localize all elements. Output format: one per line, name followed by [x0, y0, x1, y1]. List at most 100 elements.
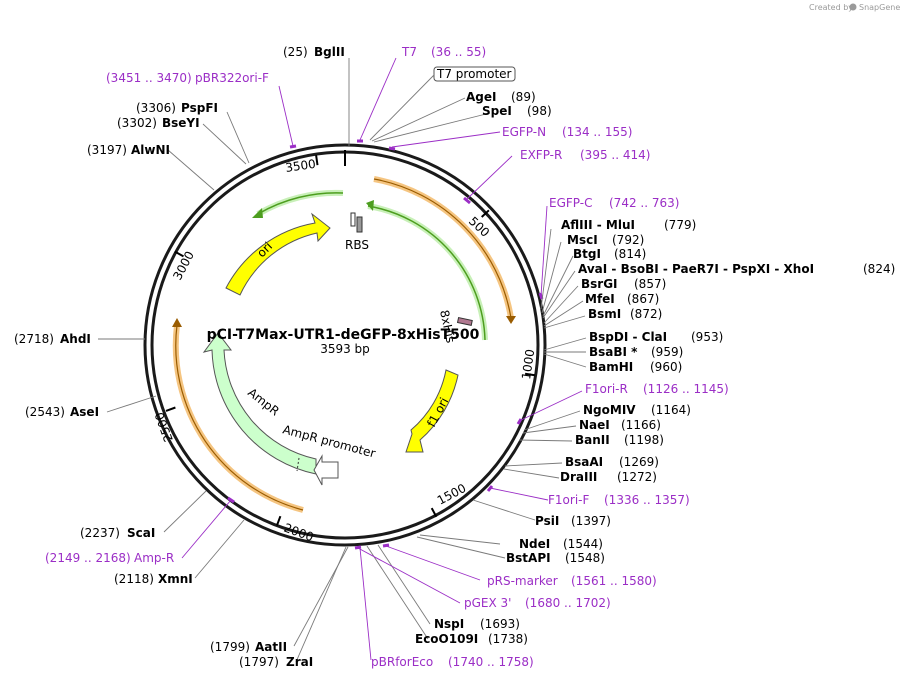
ampr-label: AmpR [245, 385, 282, 418]
primer-range: (2149 .. 2168) [45, 551, 131, 565]
enzyme-pos: (89) [511, 90, 536, 104]
his-label: 8xHis [437, 309, 458, 345]
enzyme-name: BsaBI * [589, 345, 638, 359]
credit-brand: SnapGene [859, 3, 900, 12]
enzyme-bsmi: BsmI (872) [588, 307, 662, 321]
primer-name: pRS-marker [487, 574, 558, 588]
primer-range: (742 .. 763) [609, 196, 679, 210]
enzyme-name: ZraI [286, 655, 313, 669]
enzyme-pos: (1166) [621, 418, 661, 432]
enzyme-pos: (98) [527, 104, 552, 118]
primer-t7: T7 (36 .. 55) [401, 45, 486, 59]
rbs-box-2 [356, 216, 363, 233]
enzyme-name: PspFI [181, 101, 218, 115]
primer-name: EGFP-C [549, 196, 592, 210]
enzyme-pos: (3302) [117, 116, 157, 130]
green-feature-top-line [257, 192, 344, 215]
enzyme-pos: (2718) [14, 332, 54, 346]
ampr-promoter-feature [313, 454, 339, 486]
enzyme-bglii: (25) BglII [283, 45, 345, 59]
primer-leaders [181, 57, 583, 661]
enzyme-asei: (2543) AseI [25, 405, 99, 419]
enzyme-pos: (1548) [565, 551, 605, 565]
t7-promoter-label: T7 promoter [436, 67, 512, 81]
enzyme-name: AhdI [60, 332, 91, 346]
enzyme-pos: (1797) [239, 655, 279, 669]
enzyme-bsrgi: BsrGI (857) [581, 277, 666, 291]
enzyme-name: BglII [314, 45, 345, 59]
enzyme-name: BanII [575, 433, 610, 447]
enzyme-name: AflIII - MluI [561, 218, 635, 232]
enzyme-pos: (1693) [480, 617, 520, 631]
enzyme-bseyi: (3302) BseYI [117, 116, 200, 130]
enzyme-pos: (2543) [25, 405, 65, 419]
enzyme-name: ScaI [127, 526, 155, 540]
primer-egfp-c: EGFP-C (742 .. 763) [549, 196, 679, 210]
enzyme-name: BsaAI [565, 455, 603, 469]
green-feature-cds-line [367, 205, 486, 341]
primer-mark-exfp-r [463, 196, 471, 205]
enzyme-psii: PsiI (1397) [535, 514, 611, 528]
plasmid-size: 3593 bp [320, 342, 370, 356]
enzyme-ndei: NdeI (1544) [519, 537, 603, 551]
enzyme-name: BamHI [589, 360, 633, 374]
f1-ori-feature [405, 369, 459, 453]
enzyme-ecoo109i: EcoO109I (1738) [415, 632, 528, 646]
primer-mark-pgex3 [354, 545, 362, 550]
enzyme-pos: (824) [863, 262, 895, 276]
enzyme-pos: (1799) [210, 640, 250, 654]
enzyme-name: NspI [434, 617, 464, 631]
enzyme-ngomiv: NgoMIV (1164) [583, 403, 691, 417]
primer-name: EXFP-R [520, 148, 562, 162]
enzyme-bsaai: BsaAI (1269) [565, 455, 659, 469]
orange-feature-upper-band [373, 176, 514, 319]
orange-feature-lower-line [175, 324, 304, 511]
primer-name: pGEX 3' [464, 596, 511, 610]
orange-feature-upper-arrow [506, 316, 516, 324]
enzyme-name: BtgI [573, 247, 601, 261]
enzyme-pos: (2118) [114, 572, 154, 586]
primer-range: (3451 .. 3470) [106, 71, 192, 85]
enzyme-ahdi: (2718) AhdI [14, 332, 91, 346]
tick-500 [481, 209, 490, 218]
features [172, 176, 516, 513]
enzyme-pos: (814) [614, 247, 646, 261]
enzyme-afliii-mlui: AflIII - MluI (779) [561, 218, 696, 232]
enzyme-leaders [98, 58, 587, 663]
enzyme-avai-group: AvaI - BsoBI - PaeR7I - PspXI - XhoI (82… [578, 262, 895, 276]
enzyme-name: AseI [70, 405, 99, 419]
enzyme-aatii: (1799) AatII [210, 640, 287, 654]
enzyme-pos: (1544) [563, 537, 603, 551]
rbs-box-1 [350, 212, 356, 227]
primer-mark-egfp-n [388, 146, 396, 151]
tick-1000 [524, 372, 536, 377]
enzyme-name: BspDI - ClaI [589, 330, 667, 344]
ori-feature [225, 212, 331, 296]
primer-labels: T7 (36 .. 55) EGFP-N (134 .. 155) EXFP-R… [45, 45, 729, 669]
enzyme-spei: SpeI (98) [482, 104, 552, 118]
enzyme-name: MfeI [585, 292, 615, 306]
enzyme-scai: (2237) ScaI [80, 526, 155, 540]
tick-marks [165, 155, 536, 526]
enzyme-bstapi: BstAPI (1548) [506, 551, 605, 565]
enzyme-xmni: (2118) XmnI [114, 572, 193, 586]
enzyme-pos: (872) [630, 307, 662, 321]
enzyme-name: AlwNI [131, 143, 170, 157]
primer-name: Amp-R [134, 551, 174, 565]
primer-mark-f1ori-f [486, 485, 494, 492]
primer-name: F1ori-F [548, 493, 589, 507]
his-tag-box [456, 316, 473, 326]
primer-f1ori-f: F1ori-F (1336 .. 1357) [548, 493, 690, 507]
enzyme-pos: (3197) [87, 143, 127, 157]
primer-name: pBRforEco [371, 655, 433, 669]
green-feature-cds-arrow [366, 200, 374, 211]
enzyme-pos: (1397) [571, 514, 611, 528]
primer-pbrforeco: pBRforEco (1740 .. 1758) [371, 655, 534, 669]
enzyme-pos: (867) [627, 292, 659, 306]
primer-name: pBR322ori-F [195, 71, 269, 85]
tick-2500 [165, 406, 176, 412]
green-feature-top-arrow [252, 208, 263, 218]
enzyme-pos: (959) [651, 345, 683, 359]
tick-label-1000: 1000 [519, 348, 537, 380]
